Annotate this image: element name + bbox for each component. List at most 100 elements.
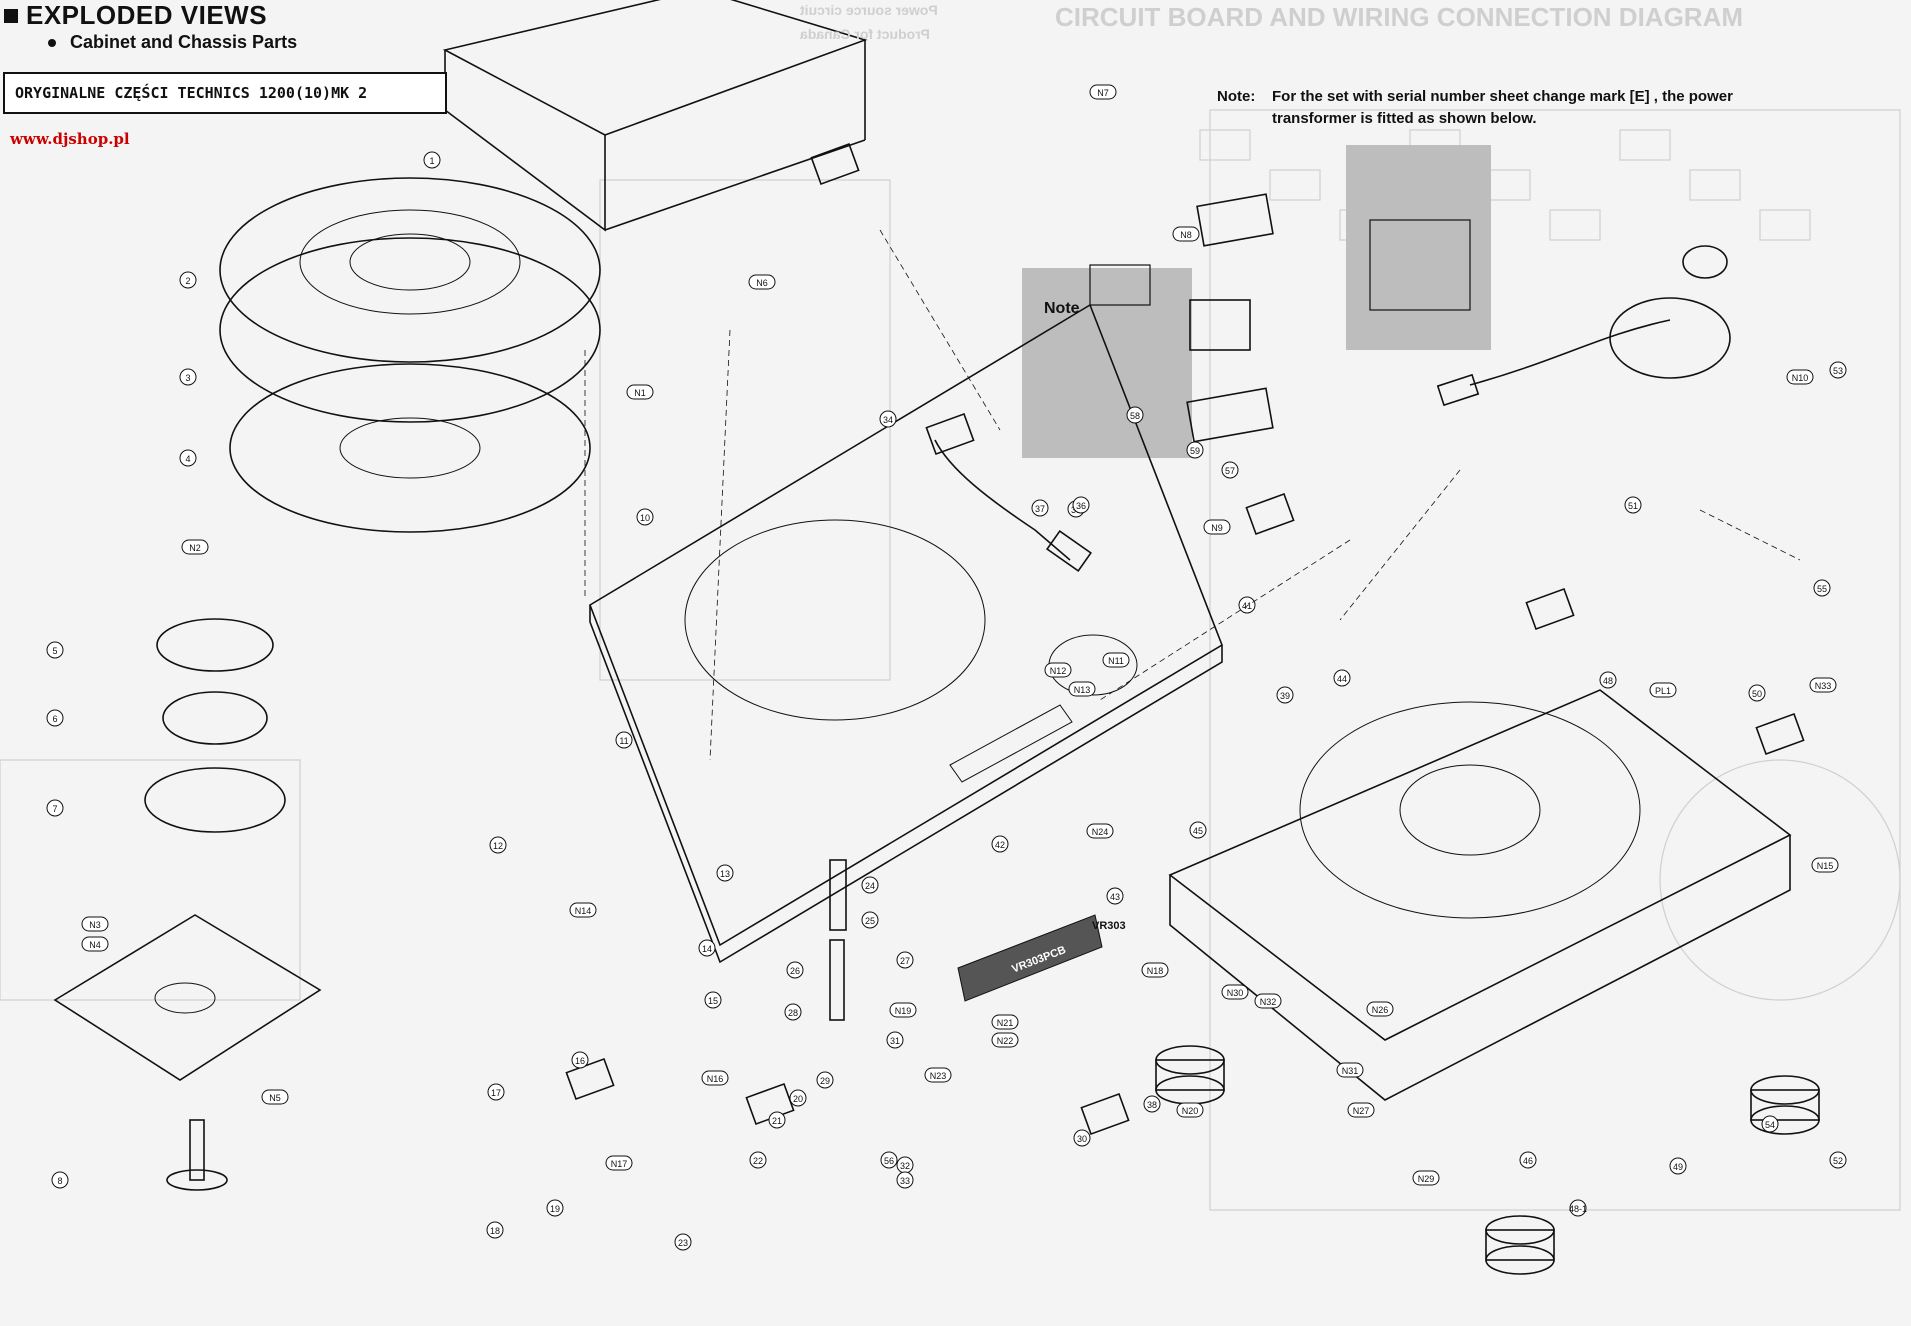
- part-callout-label-43: 43: [1110, 892, 1120, 902]
- screw-callout-N9: [1203, 519, 1231, 535]
- part-callout-28: [784, 1003, 802, 1021]
- screw-callout-label-N30: N30: [1227, 988, 1244, 998]
- screw-callout-label-N32: N32: [1260, 997, 1277, 1007]
- part-callout-label-54: 54: [1765, 1120, 1775, 1130]
- background-mirrored-text-1: Power source circuit: [800, 2, 938, 18]
- bullet-icon: [48, 38, 56, 47]
- bracket-2: [1245, 492, 1295, 536]
- part-callout-56: [880, 1151, 898, 1169]
- screw-callout-label-N2: N2: [189, 543, 201, 553]
- screw-callout-N31: [1336, 1062, 1364, 1078]
- part-callout-6: [46, 709, 64, 727]
- assembly-guide-5: [1699, 509, 1801, 561]
- screw-callout-N13: [1068, 681, 1096, 697]
- screw-callout-N15: [1811, 857, 1839, 873]
- part-callout-label-48-1: 48-1: [1569, 1204, 1587, 1214]
- part-callout-label-59: 59: [1190, 446, 1200, 456]
- part-callout-7: [46, 799, 64, 817]
- site-link[interactable]: www.djshop.pl: [10, 130, 130, 148]
- screw-callout-label-N27: N27: [1353, 1106, 1370, 1116]
- part-callout-17: [487, 1083, 505, 1101]
- part-callout-58: [1126, 406, 1144, 424]
- bracket-7: [1080, 1092, 1130, 1136]
- part-callout-label-45: 45: [1193, 826, 1203, 836]
- screw-callout-N29: [1412, 1170, 1440, 1186]
- dust-cover: [442, 0, 868, 136]
- screw-callout-N21: [991, 1014, 1019, 1030]
- transformer-inset-box: [1346, 145, 1491, 350]
- part-callout-54: [1761, 1115, 1779, 1133]
- part-callout-label-36: 36: [1076, 501, 1086, 511]
- part-callout-label-23: 23: [678, 1238, 688, 1248]
- screw-callout-label-N1: N1: [634, 388, 646, 398]
- screw-callout-label-N20: N20: [1182, 1106, 1199, 1116]
- part-callout-label-10: 10: [640, 513, 650, 523]
- part-callout-41: [1238, 596, 1256, 614]
- part-callout-31: [886, 1031, 904, 1049]
- motor-pcb-hole: [154, 982, 216, 1014]
- part-callout-50: [1748, 684, 1766, 702]
- note-text: For the set with serial number sheet cha…: [1272, 88, 1733, 127]
- screw-callout-N18: [1141, 962, 1169, 978]
- part-callout-label-29: 29: [820, 1076, 830, 1086]
- background-schematic-block: [1759, 209, 1811, 241]
- screw-callout-label-N21: N21: [997, 1018, 1014, 1028]
- screw-callout-N26: [1366, 1001, 1394, 1017]
- motor-stator: [162, 691, 268, 745]
- headshell: [1436, 373, 1480, 407]
- screw-callout-label-N3: N3: [89, 920, 101, 930]
- dust-cover-edge: [604, 139, 866, 231]
- part-callout-label-56: 56: [884, 1156, 894, 1166]
- part-callout-label-51: 51: [1628, 501, 1638, 511]
- part-callout-22: [749, 1151, 767, 1169]
- part-callout-49: [1669, 1157, 1687, 1175]
- screw-callout-label-N22: N22: [997, 1036, 1014, 1046]
- counterweight: [1682, 245, 1728, 279]
- assembly-guide-4: [879, 229, 1001, 431]
- part-callout-label-26: 26: [790, 966, 800, 976]
- screw-callout-label-N9: N9: [1211, 523, 1223, 533]
- foot-bottom-1: [1750, 1105, 1820, 1135]
- inset-bracket: [1089, 264, 1151, 306]
- tonearm-tube: [1469, 319, 1671, 386]
- part-callout-51: [1624, 496, 1642, 514]
- vr303-pcb: [957, 914, 1103, 1002]
- screw-callout-N7: [1089, 84, 1117, 100]
- part-callout-8: [51, 1171, 69, 1189]
- pitch-spring: [829, 939, 845, 1021]
- part-callout-30: [1073, 1129, 1091, 1147]
- screw-callout-label-N14: N14: [575, 906, 592, 916]
- part-callout-label-22: 22: [753, 1156, 763, 1166]
- part-callout-label-27: 27: [900, 956, 910, 966]
- part-callout-label-49: 49: [1673, 1162, 1683, 1172]
- screw-callout-N27: [1347, 1102, 1375, 1118]
- part-callout-label-14: 14: [702, 944, 712, 954]
- foot-body-2: [1485, 1229, 1555, 1261]
- screw-callout-N1: [626, 384, 654, 400]
- part-callout-55: [1813, 579, 1831, 597]
- part-callout-27: [896, 951, 914, 969]
- part-callout-label-44: 44: [1337, 674, 1347, 684]
- inset-transformer-bracket: [1369, 219, 1471, 311]
- platter-underside: [229, 363, 591, 533]
- part-callout-label-6: 6: [52, 714, 57, 724]
- part-callout-label-33: 33: [900, 1176, 910, 1186]
- screw-callout-label-N31: N31: [1342, 1066, 1359, 1076]
- part-callout-label-7: 7: [52, 804, 57, 814]
- background-schematic-block: [1689, 169, 1741, 201]
- part-callout-10: [636, 508, 654, 526]
- screw-callout-label-N6: N6: [756, 278, 768, 288]
- platter-mat-ring: [299, 209, 521, 315]
- part-callout-label-4: 4: [185, 454, 190, 464]
- part-callout-label-53: 53: [1833, 366, 1843, 376]
- screw-callout-N10: [1786, 369, 1814, 385]
- assembly-guide-0: [1099, 539, 1351, 701]
- part-callout-5: [46, 641, 64, 659]
- screw-callout-N30: [1221, 984, 1249, 1000]
- part-callout-label-16: 16: [575, 1056, 585, 1066]
- part-callout-59: [1186, 441, 1204, 459]
- part-callout-label-34: 34: [883, 415, 893, 425]
- screw-callout-label-N17: N17: [611, 1159, 628, 1169]
